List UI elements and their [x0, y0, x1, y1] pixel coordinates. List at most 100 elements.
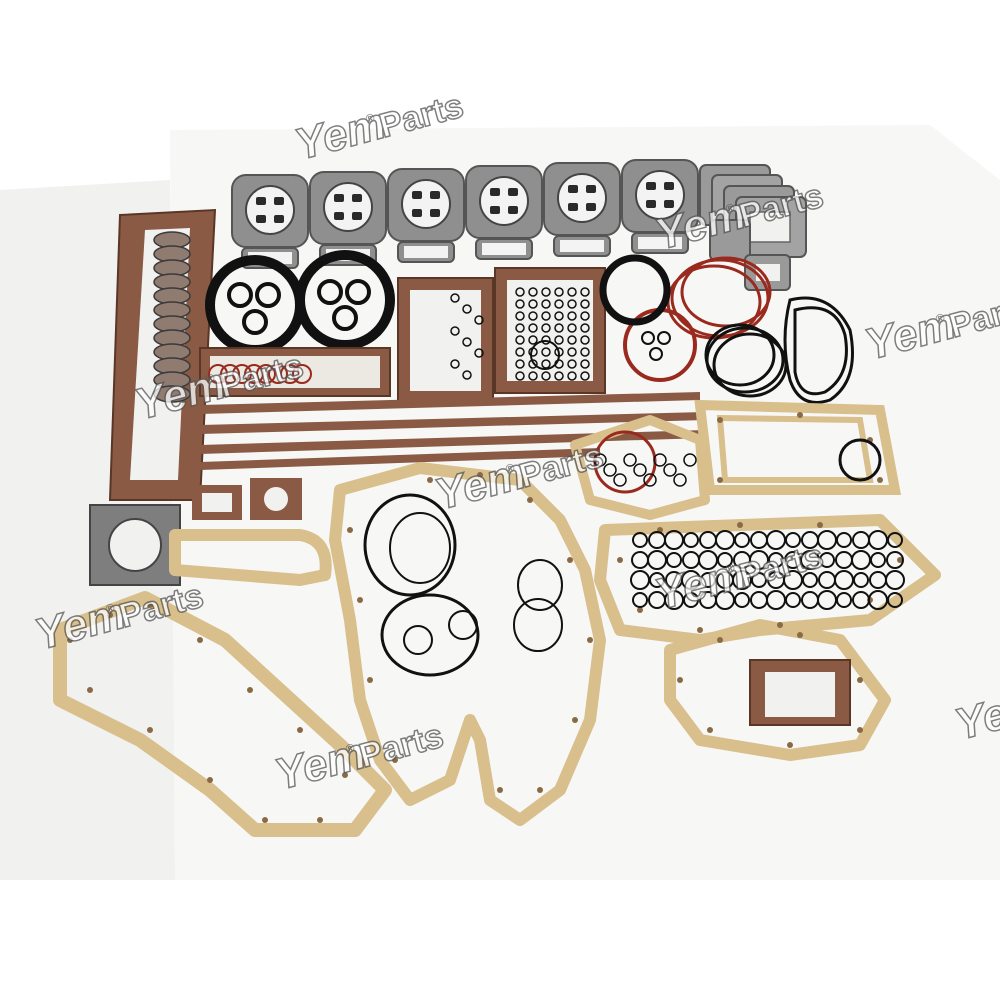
- small-red-oring: [244, 364, 264, 384]
- small-oring: [632, 592, 648, 608]
- small-oring: [515, 347, 525, 357]
- small-oring: [887, 592, 903, 608]
- small-oring: [734, 592, 750, 608]
- small-oring: [768, 552, 784, 568]
- small-oring: [683, 532, 699, 548]
- paper-gasket-bolt-holes: [67, 412, 903, 823]
- small-oring: [683, 592, 699, 608]
- small-oring: [580, 287, 590, 297]
- watermark-registered: ®: [204, 371, 216, 387]
- small-oring: [751, 572, 767, 588]
- watermark-registered: ®: [344, 741, 356, 757]
- bolt-hole: [197, 637, 203, 643]
- bolt-hole: [477, 472, 483, 478]
- small-oring: [474, 315, 484, 325]
- watermark-logo: Yem: [290, 99, 391, 170]
- bolt-hole: [697, 627, 703, 633]
- small-oring: [515, 311, 525, 321]
- small-oring: [515, 359, 525, 369]
- cover-gasket: [749, 659, 851, 726]
- small-oring: [802, 572, 818, 588]
- bolt-hole: [777, 622, 783, 628]
- bolt-hole: [147, 602, 153, 608]
- bolt-hole: [637, 607, 643, 613]
- small-oring: [683, 453, 697, 467]
- bolt-hole: [147, 727, 153, 733]
- bolt-hole: [797, 412, 803, 418]
- bolt-hole: [497, 787, 503, 793]
- bolt-hole: [717, 637, 723, 643]
- manifold-gasket-strips: [200, 392, 705, 470]
- small-oring: [515, 371, 525, 381]
- small-oring: [580, 323, 590, 333]
- small-oring: [528, 323, 538, 333]
- bolt-hole: [347, 527, 353, 533]
- small-oring: [528, 335, 538, 345]
- bolt-hole: [797, 632, 803, 638]
- small-oring: [515, 323, 525, 333]
- small-oring: [666, 552, 682, 568]
- small-oring: [885, 570, 905, 590]
- bolt-hole: [537, 787, 543, 793]
- exhaust-gasket-stack: [699, 164, 807, 291]
- small-oring: [853, 572, 869, 588]
- bolt-hole: [817, 522, 823, 528]
- small-oring: [785, 592, 801, 608]
- small-red-oring: [232, 364, 252, 384]
- small-oring: [474, 348, 484, 358]
- small-oring: [528, 287, 538, 297]
- small-oring: [603, 463, 617, 477]
- rear-main-seals: [205, 250, 395, 355]
- small-oring: [462, 370, 472, 380]
- small-oring: [734, 532, 750, 548]
- small-oring: [541, 299, 551, 309]
- watermark-registered: ®: [724, 561, 736, 577]
- bolt-hole: [207, 777, 213, 783]
- small-red-oring: [256, 364, 276, 384]
- small-oring: [633, 463, 647, 477]
- bolt-hole: [247, 687, 253, 693]
- head-gasket: [465, 165, 543, 260]
- small-red-oring: [268, 364, 288, 384]
- bolt-hole: [617, 557, 623, 563]
- bolt-hole: [67, 637, 73, 643]
- small-oring: [580, 359, 590, 369]
- small-oring: [673, 473, 687, 487]
- paper-gaskets: [53, 399, 941, 837]
- small-oring: [554, 371, 564, 381]
- bolt-hole: [897, 557, 903, 563]
- bolt-hole: [877, 477, 883, 483]
- small-red-oring: [208, 364, 228, 384]
- bolt-hole: [737, 522, 743, 528]
- small-oring: [567, 299, 577, 309]
- small-oring: [623, 453, 637, 467]
- small-oring: [653, 453, 667, 467]
- small-oring: [567, 323, 577, 333]
- small-oring: [554, 299, 564, 309]
- small-oring: [613, 473, 627, 487]
- small-oring: [886, 551, 904, 569]
- bolt-hole: [527, 497, 533, 503]
- small-oring: [836, 532, 852, 548]
- bolt-hole: [717, 417, 723, 423]
- small-oring: [554, 323, 564, 333]
- small-oring: [643, 473, 657, 487]
- small-oring: [785, 532, 801, 548]
- small-oring: [663, 463, 677, 477]
- small-oring: [887, 532, 903, 548]
- bolt-hole: [787, 742, 793, 748]
- bolt-hole: [87, 687, 93, 693]
- small-oring: [528, 299, 538, 309]
- bolt-hole: [297, 727, 303, 733]
- watermark-registered: ®: [724, 201, 736, 217]
- small-oring: [515, 299, 525, 309]
- small-oring: [567, 359, 577, 369]
- small-oring: [450, 359, 460, 369]
- small-oring: [528, 359, 538, 369]
- small-oring: [580, 299, 590, 309]
- small-oring: [593, 453, 607, 467]
- bolt-hole: [572, 717, 578, 723]
- black-orings-center: [363, 430, 882, 677]
